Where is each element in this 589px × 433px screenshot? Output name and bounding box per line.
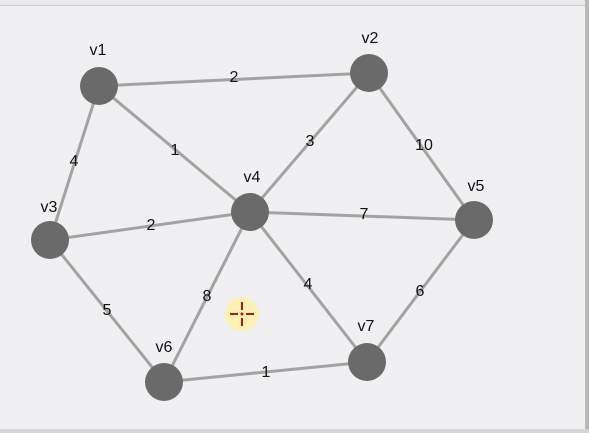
node-label-v7: v7 [358,318,375,335]
edge-weight-v4-v5: 7 [360,206,369,223]
window-right-border [585,0,589,433]
edge-weight-v3-v4: 2 [147,217,156,234]
node-v6[interactable] [145,363,183,401]
node-v7[interactable] [348,343,386,381]
node-v5[interactable] [455,201,493,239]
edge-v3-v4[interactable] [48,210,252,242]
edge-v6-v7[interactable] [162,360,369,384]
edge-v5-v7[interactable] [365,218,476,364]
node-v2[interactable] [350,54,388,92]
edge-weight-v4-v7: 4 [304,276,313,293]
window-top-border [0,0,589,6]
edge-weight-v3-v6: 5 [103,302,112,319]
edge-v4-v5[interactable] [248,210,476,222]
node-v1[interactable] [80,67,118,105]
edge-v1-v4[interactable] [97,84,252,214]
edge-v1-v2[interactable] [97,71,371,88]
edge-v3-v6[interactable] [48,238,166,384]
node-label-v4: v4 [244,169,261,186]
edge-v4-v7[interactable] [248,210,369,364]
crosshair-cursor-icon [225,297,259,331]
edge-v2-v5[interactable] [367,71,476,222]
node-label-v2: v2 [362,30,379,47]
edge-weight-v2-v4: 3 [306,133,315,150]
edge-weight-v4-v6: 8 [203,288,212,305]
node-label-v6: v6 [156,339,173,356]
node-v3[interactable] [31,221,69,259]
edge-weight-v1-v4: 1 [171,142,180,159]
edge-v4-v6[interactable] [162,210,252,384]
edge-v1-v3[interactable] [48,84,101,242]
edge-weight-v2-v5: 10 [415,137,433,154]
node-label-v3: v3 [41,199,58,216]
edge-weight-v5-v7: 6 [416,283,425,300]
node-label-v5: v5 [468,178,485,195]
edge-weight-v6-v7: 1 [262,364,271,381]
edge-weight-v1-v2: 2 [230,69,239,86]
node-label-v1: v1 [90,42,107,59]
edge-v2-v4[interactable] [248,71,371,214]
edge-weight-v1-v3: 4 [70,153,79,170]
window-bottom-border [0,429,589,433]
node-v4[interactable] [231,193,269,231]
